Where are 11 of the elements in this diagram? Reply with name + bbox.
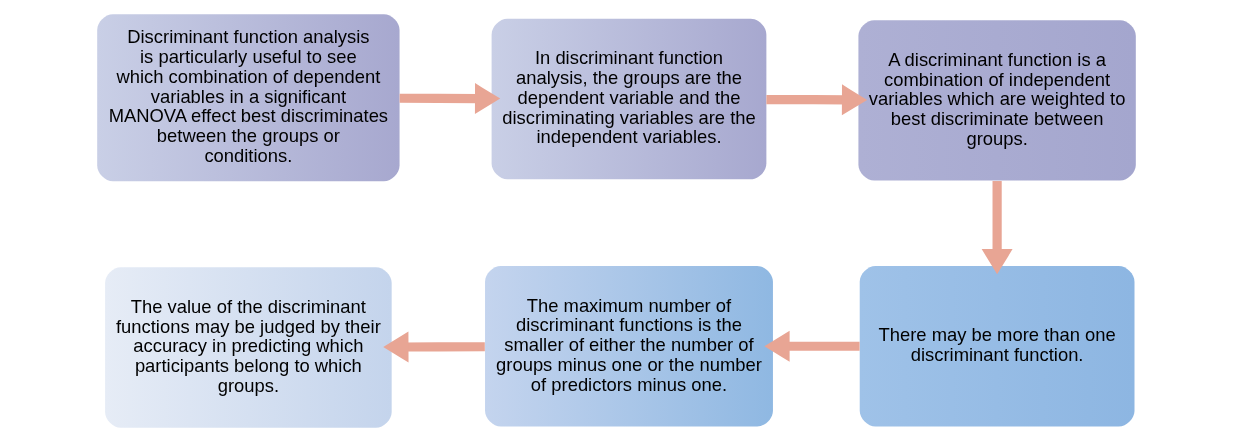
arrow (764, 330, 860, 362)
node-box: In discriminant function analysis, the groups are the dependent variable and the discriminating variables are the independent variables. (491, 18, 767, 179)
arrow (399, 82, 501, 114)
node-box: Discriminant function analysis is particularly useful to see which combination of dependent variables in a significant MANOVA effect best discriminates between the groups or conditions. (97, 13, 400, 181)
arrow (981, 180, 1013, 274)
node-box: A discriminant function is a combination of independent variables which are weighted to best discriminate between groups. (858, 19, 1136, 181)
arrow (383, 331, 485, 362)
node-box: The maximum number of discriminant functions is the smaller of either the number of groups minus one or the number of predictors minus one. (485, 265, 773, 426)
node-box: The value of the discriminant functions may be judged by their accuracy in predicting which participants belong to which groups. (105, 266, 392, 428)
arrow (766, 83, 868, 115)
node-box: There may be more than one discriminant function. (859, 265, 1135, 426)
